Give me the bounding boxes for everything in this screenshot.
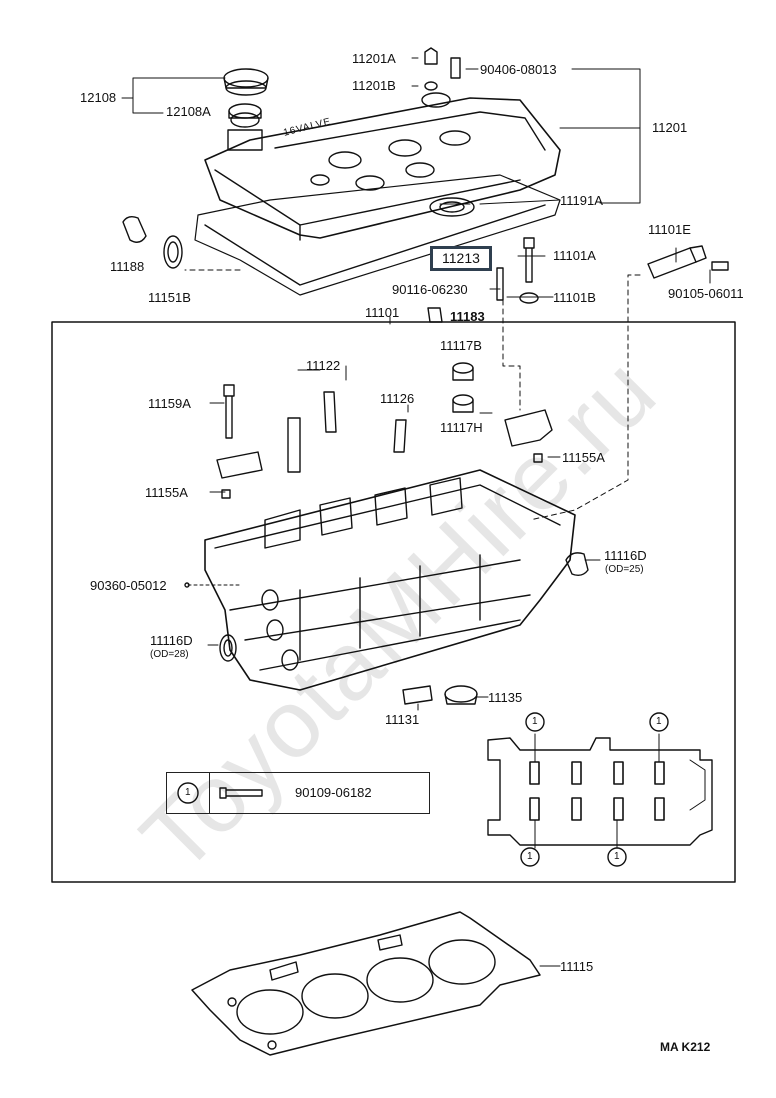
part-label-11201[interactable]: 11201 (652, 120, 688, 135)
part-label-12108a[interactable]: 12108A (166, 104, 211, 119)
legend-part-number[interactable]: 90109-06182 (295, 785, 372, 800)
part-label-11115[interactable]: 11115 (560, 959, 594, 974)
cylinder-head-drawing (204, 469, 576, 691)
part-label-90105-06011[interactable]: 90105-06011 (668, 286, 744, 301)
part-label-11201a[interactable]: 11201A (352, 51, 396, 66)
part-label-90406-08013[interactable]: 90406-08013 (480, 62, 557, 77)
part-label-11151b[interactable]: 11151B (148, 290, 191, 305)
sensor-drawing (647, 245, 729, 279)
part-label-11101e[interactable]: 11101E (648, 222, 691, 237)
valve-cover-drawing (194, 92, 561, 296)
legend-bolt-drawing (219, 787, 263, 799)
part-label-11183[interactable]: 11183 (450, 309, 485, 324)
part-label-11135[interactable]: 11135 (488, 690, 523, 705)
dashed-routes (184, 269, 641, 521)
part-label-11159a[interactable]: 11159A (148, 396, 191, 411)
part-label-11155a-left[interactable]: 11155A (145, 485, 188, 500)
highlighted-part-label[interactable]: 11213 (430, 246, 492, 271)
circle-marker-1: 1 (614, 851, 620, 862)
part-label-11101[interactable]: 11101 (365, 305, 400, 320)
part-label-11101b[interactable]: 11101B (553, 290, 596, 305)
part-label-11131[interactable]: 11131 (385, 712, 420, 727)
part-label-11201b[interactable]: 11201B (352, 78, 396, 93)
part-label-11117b[interactable]: 11117B (440, 338, 482, 353)
part-label-11155a-right[interactable]: 11155A (562, 450, 605, 465)
oil-cap-drawing (223, 68, 269, 119)
part-label-11116d-left[interactable]: 11116D (150, 633, 193, 648)
part-label-12108[interactable]: 12108 (80, 90, 117, 105)
legend-symbol-number: 1 (185, 787, 191, 798)
circle-marker-1: 1 (527, 851, 533, 862)
circle-marker-1: 1 (656, 716, 662, 727)
part-label-11101a[interactable]: 11101A (553, 248, 596, 263)
legend-box: 1 90109-06182 (166, 772, 430, 814)
part-label-11117h[interactable]: 11117H (440, 420, 483, 435)
od28-note: (OD=28) (150, 649, 189, 660)
diagram-code: MA K212 (660, 1040, 711, 1054)
small-parts-top (122, 47, 475, 269)
part-label-90116-06230[interactable]: 90116-06230 (392, 282, 468, 297)
head-gasket-drawing (191, 911, 541, 1056)
bolt-pattern-drawing (487, 712, 713, 867)
legend-symbol-cell: 1 (167, 773, 210, 813)
od25-note: (OD=25) (605, 564, 644, 575)
part-label-11191a[interactable]: 11191A (560, 193, 603, 208)
part-label-11126[interactable]: 11126 (380, 391, 415, 406)
part-label-11116d-right[interactable]: 11116D (604, 548, 647, 563)
part-label-90360-05012[interactable]: 90360-05012 (90, 578, 167, 593)
leader-lines (121, 57, 711, 967)
part-label-11188[interactable]: 11188 (110, 259, 145, 274)
circle-marker-1: 1 (532, 716, 538, 727)
circle-one-icon (177, 782, 199, 804)
part-label-11122[interactable]: 11122 (306, 358, 341, 373)
bolts-studs (216, 237, 553, 499)
plugs-and-seals (184, 552, 589, 705)
